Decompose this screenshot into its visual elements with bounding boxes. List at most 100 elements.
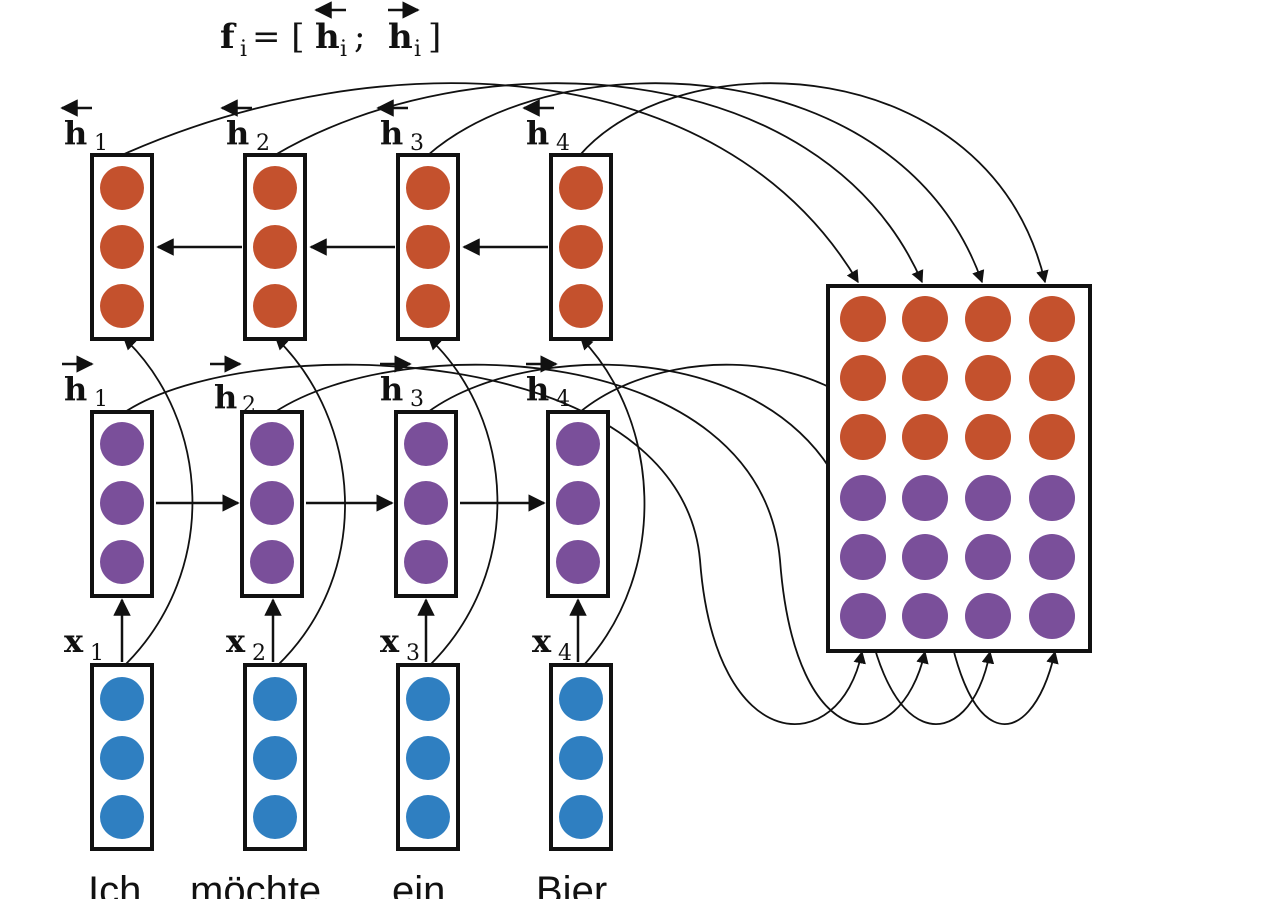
matrix-forward-unit — [840, 534, 886, 580]
input-to-backward-curves — [123, 337, 646, 666]
matrix-forward-unit — [965, 475, 1011, 521]
concat-formula: f i = [ h i ; h i ] — [220, 1, 441, 62]
backward-unit — [100, 284, 144, 328]
matrix-backward-unit — [965, 355, 1011, 401]
bwd-to-concat-curve — [579, 82, 1049, 284]
input-label-sub: 4 — [558, 641, 572, 666]
fwd-to-concat-curve — [124, 363, 866, 726]
backward-label-h: h — [64, 114, 87, 152]
formula-close: ] — [428, 17, 441, 57]
backward-label: h 2 — [220, 99, 270, 156]
matrix-forward-unit — [902, 475, 948, 521]
forward-unit — [250, 481, 294, 525]
forward-label-sub: 2 — [242, 393, 256, 418]
input-to-bwd-curve — [580, 337, 646, 666]
backward-label-sub: 1 — [94, 131, 108, 156]
source-word: Ich — [88, 869, 141, 899]
input-to-bwd-curve — [123, 337, 194, 666]
input-label: x 3 — [380, 622, 420, 666]
forward-unit — [100, 540, 144, 584]
input-unit — [406, 795, 450, 839]
backward-unit — [100, 225, 144, 269]
formula-f: f — [220, 17, 237, 57]
backward-labels: h 1 h 2 h 3 h 4 — [60, 99, 570, 156]
matrix-backward-unit — [1029, 355, 1075, 401]
backward-unit — [406, 284, 450, 328]
input-unit — [559, 677, 603, 721]
backward-unit — [253, 225, 297, 269]
formula-h-forward-sub: i — [414, 37, 421, 62]
bwd-to-concat-curve — [121, 82, 859, 284]
backward-unit — [559, 225, 603, 269]
formula-eq: = [ — [252, 17, 305, 57]
input-label-x: x — [380, 622, 400, 660]
forward-unit — [556, 481, 600, 525]
forward-label: h 2 — [210, 355, 256, 418]
input-unit — [253, 677, 297, 721]
backward-label: h 1 — [60, 99, 108, 156]
input-embedding-row: x 1 x 2 x 3 x 4 — [64, 598, 613, 851]
concatenation-matrix — [826, 284, 1092, 653]
backward-label: h 4 — [522, 99, 570, 156]
forward-unit — [250, 540, 294, 584]
formula-f-sub: i — [240, 37, 247, 62]
forward-label-h: h — [380, 370, 403, 408]
forward-unit — [100, 481, 144, 525]
matrix-backward-unit — [902, 296, 948, 342]
input-units — [100, 677, 603, 839]
backward-label-sub: 4 — [556, 131, 570, 156]
input-unit — [559, 795, 603, 839]
backward-rnn-row: h 1 h 2 h 3 h 4 — [60, 99, 613, 341]
matrix-forward-unit — [1029, 593, 1075, 639]
concatenation-matrix-box — [826, 284, 1092, 653]
forward-rnn-row: h 1 h 2 h 3 h 4 — [62, 355, 610, 598]
forward-unit — [250, 422, 294, 466]
backward-label-h: h — [226, 114, 249, 152]
backward-unit — [406, 225, 450, 269]
forward-units — [100, 422, 600, 584]
forward-label: h 1 — [62, 355, 108, 412]
forward-labels: h 1 h 2 h 3 h 4 — [62, 355, 570, 418]
matrix-forward-units — [840, 475, 1075, 639]
forward-label-h: h — [526, 370, 549, 408]
matrix-forward-unit — [902, 534, 948, 580]
input-to-bwd-curve — [275, 337, 346, 666]
backward-unit — [100, 166, 144, 210]
input-unit — [253, 795, 297, 839]
backward-unit — [406, 166, 450, 210]
backward-unit — [559, 166, 603, 210]
input-unit — [406, 677, 450, 721]
input-label-sub: 1 — [90, 641, 104, 666]
forward-label-h: h — [64, 370, 87, 408]
matrix-backward-unit — [965, 296, 1011, 342]
matrix-forward-unit — [965, 593, 1011, 639]
matrix-backward-unit — [902, 355, 948, 401]
matrix-backward-unit — [840, 414, 886, 460]
matrix-backward-unit — [1029, 414, 1075, 460]
source-word: möchte — [190, 869, 321, 899]
input-label-x: x — [64, 622, 84, 660]
forward-unit — [100, 422, 144, 466]
bwd-to-concat-curve — [427, 82, 985, 284]
backward-label: h 3 — [376, 99, 424, 156]
input-unit — [253, 736, 297, 780]
matrix-backward-units — [840, 296, 1075, 460]
backward-label-h: h — [526, 114, 549, 152]
forward-label-sub: 1 — [94, 387, 108, 412]
backward-unit — [253, 166, 297, 210]
input-label-x: x — [226, 622, 246, 660]
input-unit — [406, 736, 450, 780]
matrix-forward-unit — [902, 593, 948, 639]
input-labels: x 1 x 2 x 3 x 4 — [64, 622, 572, 666]
matrix-backward-unit — [840, 355, 886, 401]
forward-label: h 4 — [526, 355, 570, 412]
input-unit — [100, 795, 144, 839]
matrix-forward-unit — [840, 475, 886, 521]
forward-unit — [556, 540, 600, 584]
matrix-forward-unit — [1029, 534, 1075, 580]
backward-unit — [559, 284, 603, 328]
input-to-bwd-curve — [428, 337, 499, 666]
forward-label-sub: 4 — [556, 387, 570, 412]
forward-label-sub: 3 — [410, 387, 424, 412]
